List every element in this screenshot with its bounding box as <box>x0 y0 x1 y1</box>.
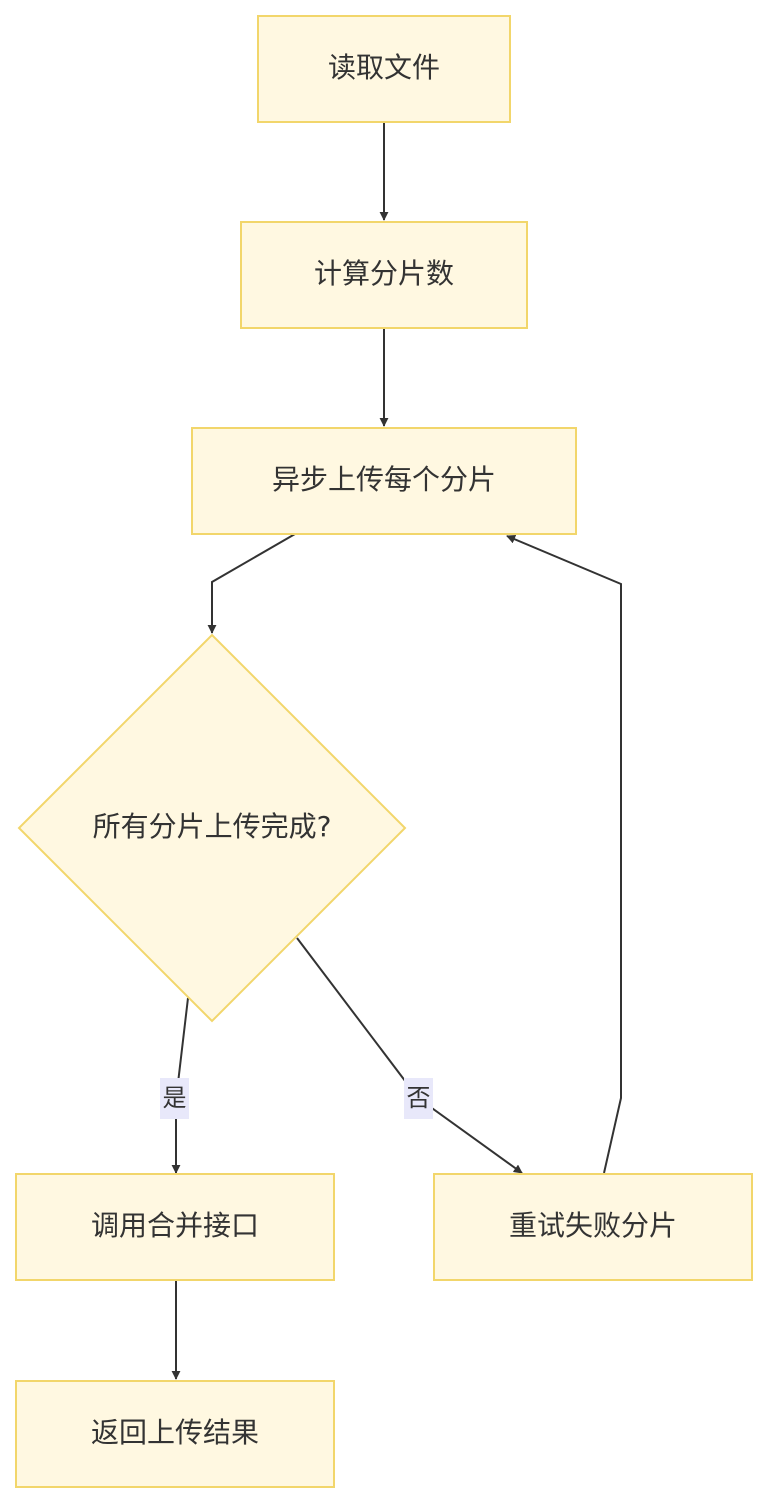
svg-text:读取文件: 读取文件 <box>328 51 440 84</box>
node-retry-failed: 重试失败分片 <box>433 1173 753 1281</box>
edge-decision-no <box>296 937 523 1174</box>
svg-text:返回上传结果: 返回上传结果 <box>91 1416 259 1449</box>
node-calc-chunks: 计算分片数 <box>240 221 528 329</box>
svg-text:调用合并接口: 调用合并接口 <box>91 1209 259 1242</box>
node-call-merge: 调用合并接口 <box>15 1173 335 1281</box>
edge-retry-to-upload <box>506 534 622 1174</box>
node-read-file: 读取文件 <box>257 15 511 123</box>
svg-text:重试失败分片: 重试失败分片 <box>509 1209 677 1242</box>
edge-upload-to-decision <box>207 533 296 634</box>
edge-label-yes: 是 <box>160 1078 189 1119</box>
svg-text:是: 是 <box>163 1084 187 1112</box>
svg-text:否: 否 <box>407 1084 431 1112</box>
node-return-result: 返回上传结果 <box>15 1380 335 1488</box>
svg-text:计算分片数: 计算分片数 <box>314 257 454 290</box>
edge-label-no: 否 <box>404 1078 433 1119</box>
node-upload-chunks: 异步上传每个分片 <box>191 427 577 535</box>
svg-text:异步上传每个分片: 异步上传每个分片 <box>272 463 496 496</box>
node-decision-all-done: 所有分片上传完成? <box>17 633 407 1023</box>
svg-text:所有分片上传完成?: 所有分片上传完成? <box>93 810 332 843</box>
